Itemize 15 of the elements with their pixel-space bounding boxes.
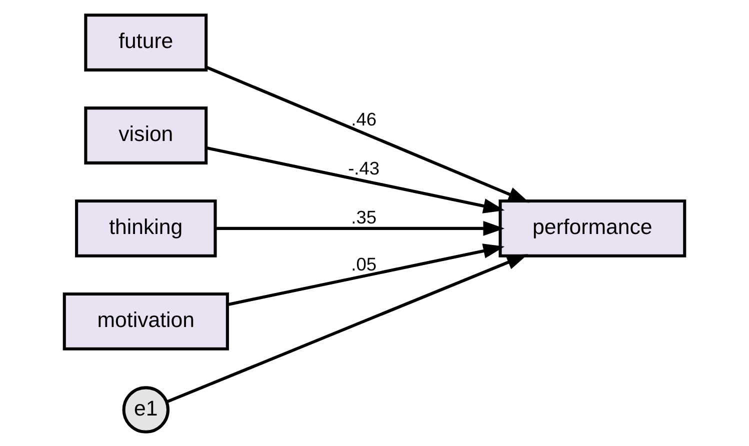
edge-label: -.43 <box>348 157 380 178</box>
node-box: thinking <box>75 199 217 257</box>
arrow <box>166 254 528 403</box>
node-box: vision <box>84 106 208 164</box>
edge-label: .46 <box>351 108 377 130</box>
edge-label: .35 <box>351 206 377 227</box>
node-circle: e1 <box>122 386 170 433</box>
arrow <box>206 65 530 202</box>
node-box: performance <box>498 199 686 257</box>
arrow <box>206 146 505 213</box>
arrow <box>227 243 505 306</box>
arrow <box>215 220 505 236</box>
node-box: future <box>84 13 208 71</box>
edge-label: .05 <box>351 253 377 274</box>
node-box: motivation <box>62 292 229 350</box>
